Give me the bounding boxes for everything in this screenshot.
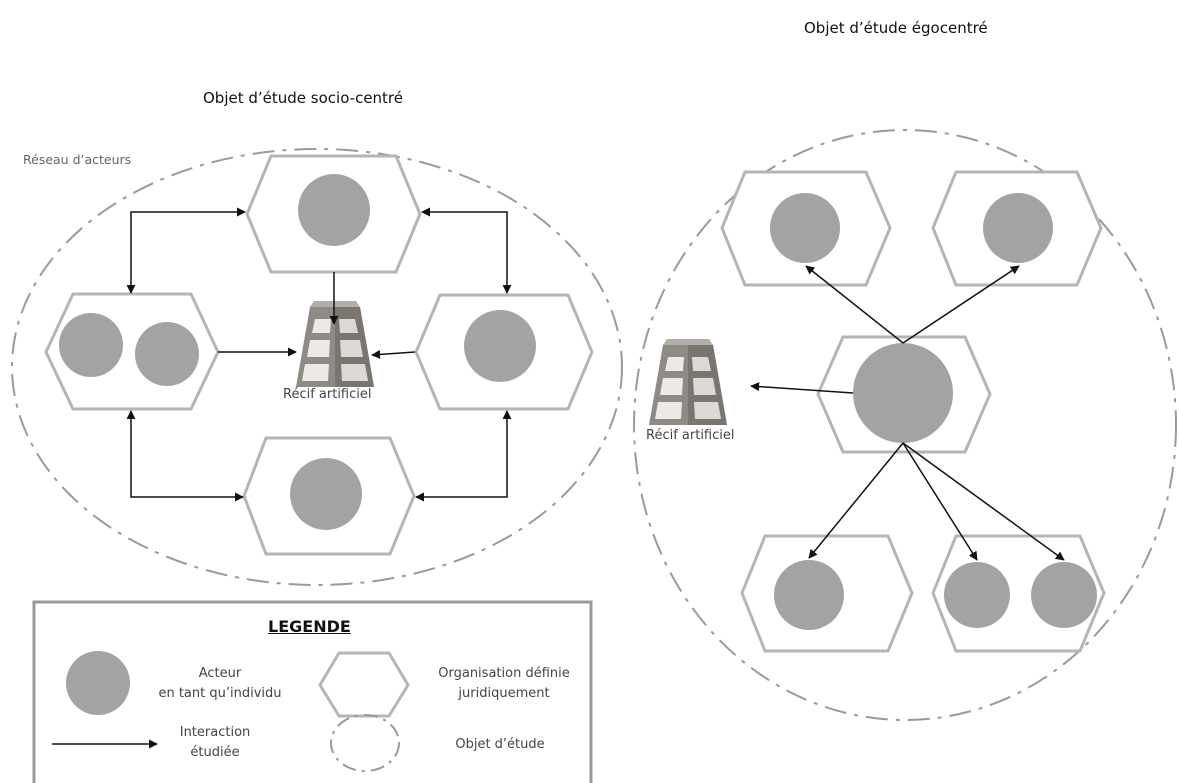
- actor-circle: [59, 313, 123, 377]
- actor-circle: [944, 562, 1010, 628]
- legend-actor-line-2: en tant qu’individu: [158, 686, 282, 701]
- actor-circle: [135, 322, 199, 386]
- legend-study-object-label: Objet d’étude: [455, 737, 545, 752]
- interaction-arrows-sociocentric: [126, 207, 512, 502]
- study-object-ellipse-sociocentric: [11, 148, 623, 586]
- legend-actor-icon: [66, 651, 130, 715]
- interaction-arrows-egocentric: [750, 265, 1065, 561]
- study-object-ellipse-egocentric: [633, 129, 1177, 721]
- actor-circle: [1031, 562, 1097, 628]
- actor-circle: [290, 458, 362, 530]
- legend-hexagon-icon: [318, 651, 410, 718]
- reef-label-sociocentric: Récif artificiel: [283, 387, 372, 402]
- legend-interaction-label: Interaction étudiée: [165, 723, 265, 763]
- legend-actor-label: Acteur en tant qu’individu: [135, 664, 305, 704]
- actor-circle: [298, 174, 370, 246]
- legend-organisation-line-2: juridiquement: [458, 686, 550, 701]
- actor-circle: [770, 193, 840, 263]
- actor-circle: [853, 343, 953, 443]
- reef-label-egocentric: Récif artificiel: [646, 428, 735, 443]
- actor-circle: [464, 310, 536, 382]
- legend-study-object-icon: [330, 714, 400, 772]
- legend-organisation-label: Organisation définie juridiquement: [419, 664, 589, 704]
- title-egocentric: Objet d’étude égocentré: [804, 19, 988, 37]
- artificial-reef-icon: [649, 339, 727, 425]
- legend-interaction-line-1: Interaction: [179, 725, 251, 740]
- legend-organisation-line-1: Organisation définie: [438, 666, 570, 681]
- actor-circle: [774, 560, 844, 630]
- legend-actor-line-1: Acteur: [198, 666, 242, 681]
- legend-interaction-line-2: étudiée: [190, 745, 240, 760]
- legend-title: LEGENDE: [268, 617, 351, 636]
- network-label: Réseau d’acteurs: [23, 152, 132, 167]
- actor-circle: [983, 193, 1053, 263]
- title-sociocentric: Objet d’étude socio-centré: [203, 89, 404, 107]
- artificial-reef-icon: [296, 301, 374, 387]
